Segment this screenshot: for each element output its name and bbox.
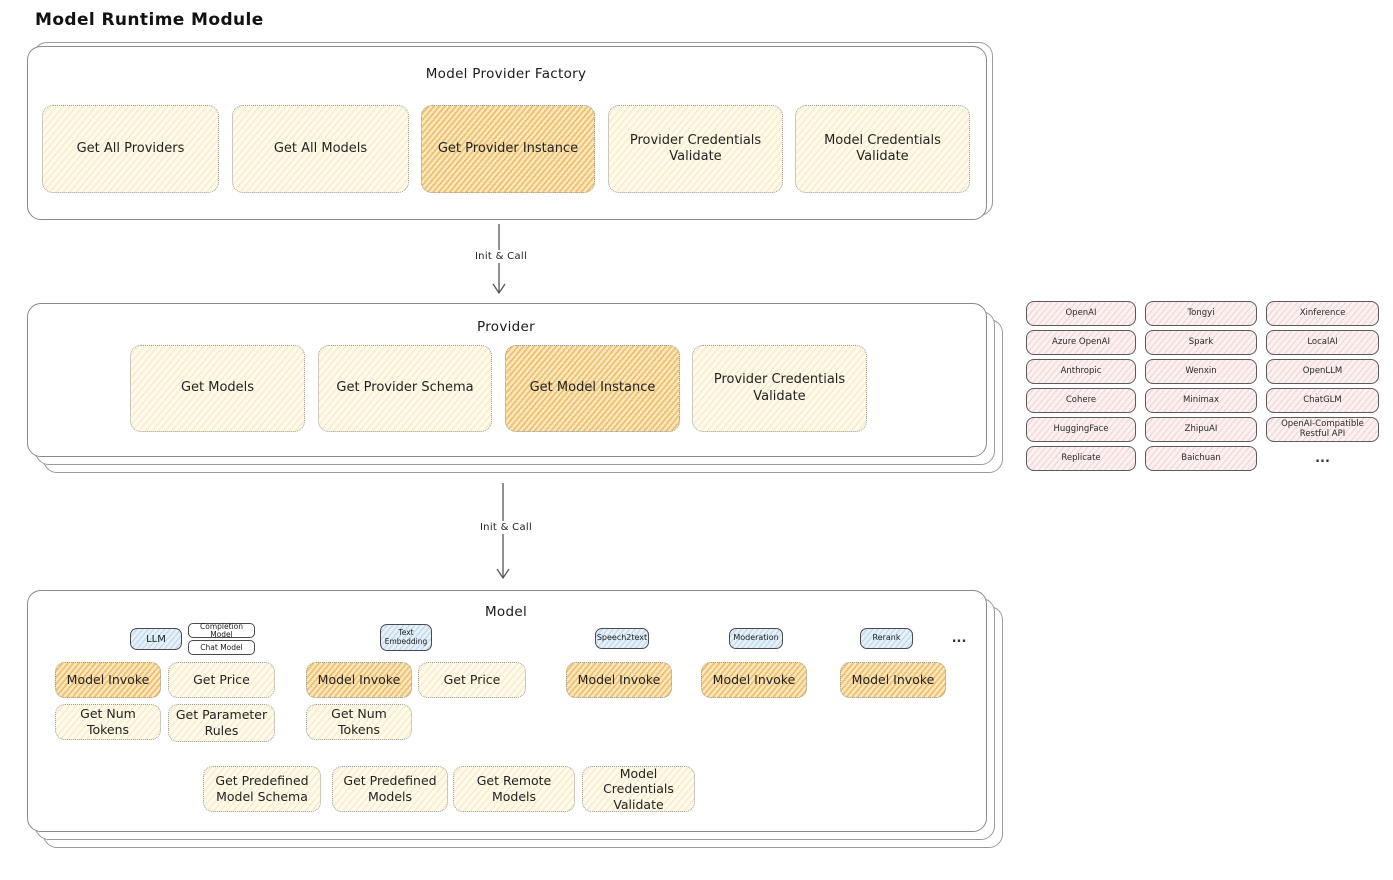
tab-speech2text: Speech2text <box>595 628 649 649</box>
embedding-btn-get-num-tokens-label: Get Num Tokens <box>331 706 387 737</box>
provider-item-minimax: Minimax <box>1145 388 1257 413</box>
llm-btn-get-num-tokens-label: Get Num Tokens <box>80 706 136 737</box>
model-btn-model-credentials-validate-label: Model Credentials Validate <box>603 765 674 812</box>
provider-item-replicate: Replicate <box>1026 446 1136 471</box>
model-title: Model <box>484 604 528 620</box>
model-btn-get-predefined-models: Get Predefined Models <box>332 766 448 812</box>
page-title: Model Runtime Module <box>35 10 264 30</box>
provider-item-huggingface: HuggingFace <box>1026 417 1136 442</box>
model-btn-get-predefined-model-schema-label: Get Predefined Model Schema <box>215 773 309 804</box>
provider-item-azure-openai: Azure OpenAI <box>1026 330 1136 355</box>
provider-item-openai-compatible: OpenAI-Compatible Restful API <box>1266 417 1379 442</box>
tab-chat-model: Chat Model <box>188 640 255 655</box>
provider-item-zhipuai: ZhipuAI <box>1145 417 1257 442</box>
embedding-btn-get-price-label: Get Price <box>443 672 501 688</box>
provider-item-spark: Spark <box>1145 330 1257 355</box>
tab-rerank: Rerank <box>860 628 913 649</box>
provider-btn-get-provider-schema-label: Get Provider Schema <box>336 380 474 396</box>
tab-completion-model: Completion Model <box>188 623 255 638</box>
llm-btn-get-price: Get Price <box>168 662 275 698</box>
llm-btn-get-num-tokens: Get Num Tokens <box>55 704 161 740</box>
speech2text-btn-model-invoke-label: Model Invoke <box>577 672 661 688</box>
model-btn-model-credentials-validate: Model Credentials Validate <box>582 766 695 812</box>
factory-btn-model-credentials-validate: Model Credentials Validate <box>795 105 970 193</box>
model-btn-get-remote-models-label: Get Remote Models <box>476 773 552 804</box>
speech2text-btn-model-invoke: Model Invoke <box>566 662 672 698</box>
embedding-btn-model-invoke-label: Model Invoke <box>317 672 401 688</box>
provider-item-openllm: OpenLLM <box>1266 359 1379 384</box>
embedding-btn-get-price: Get Price <box>418 662 526 698</box>
embedding-btn-model-invoke: Model Invoke <box>306 662 412 698</box>
provider-item-cohere: Cohere <box>1026 388 1136 413</box>
provider-btn-provider-credentials-validate: Provider Credentials Validate <box>692 345 867 432</box>
rerank-btn-model-invoke: Model Invoke <box>840 662 946 698</box>
provider-btn-get-model-instance-label: Get Model Instance <box>529 380 656 396</box>
moderation-btn-model-invoke-label: Model Invoke <box>712 672 796 688</box>
llm-btn-model-invoke-label: Model Invoke <box>66 672 150 688</box>
model-btn-get-predefined-model-schema: Get Predefined Model Schema <box>203 766 321 812</box>
provider-btn-get-provider-schema: Get Provider Schema <box>318 345 492 432</box>
factory-btn-get-provider-instance-label: Get Provider Instance <box>437 140 579 156</box>
provider-item-anthropic: Anthropic <box>1026 359 1136 384</box>
factory-btn-get-all-models: Get All Models <box>232 105 409 193</box>
factory-btn-get-all-providers: Get All Providers <box>42 105 219 193</box>
provider-btn-provider-credentials-validate-label: Provider Credentials Validate <box>713 372 846 404</box>
provider-btn-get-models-label: Get Models <box>180 380 255 396</box>
provider-item-chatglm: ChatGLM <box>1266 388 1379 413</box>
provider-btn-get-models: Get Models <box>130 345 305 432</box>
moderation-btn-model-invoke: Model Invoke <box>701 662 807 698</box>
factory-title: Model Provider Factory <box>425 66 587 82</box>
llm-btn-get-parameter-rules-label: Get Parameter Rules <box>175 707 268 738</box>
provider-title: Provider <box>477 319 535 335</box>
tab-text-embedding: Text Embedding <box>380 624 432 651</box>
model-btn-get-predefined-models-label: Get Predefined Models <box>343 773 437 804</box>
rerank-btn-model-invoke-label: Model Invoke <box>851 672 935 688</box>
tab-llm: LLM <box>130 628 182 650</box>
provider-item-localai: LocalAI <box>1266 330 1379 355</box>
arrow2-label: Init & Call <box>463 521 549 534</box>
factory-btn-get-all-providers-label: Get All Providers <box>76 140 185 156</box>
provider-list-ellipsis: ... <box>1315 451 1330 466</box>
llm-btn-get-parameter-rules: Get Parameter Rules <box>168 704 275 742</box>
model-btn-get-remote-models: Get Remote Models <box>453 766 575 812</box>
factory-btn-model-credentials-validate-label: Model Credentials Validate <box>824 132 941 164</box>
factory-btn-provider-credentials-validate: Provider Credentials Validate <box>608 105 783 193</box>
factory-btn-get-all-models-label: Get All Models <box>273 140 368 156</box>
provider-item-tongyi: Tongyi <box>1145 301 1257 326</box>
arrow1-label: Init & Call <box>458 250 544 263</box>
factory-btn-provider-credentials-validate-label: Provider Credentials Validate <box>629 132 762 164</box>
provider-item-xinference: Xinference <box>1266 301 1379 326</box>
tabs-ellipsis: ... <box>951 631 967 646</box>
provider-item-openai: OpenAI <box>1026 301 1136 326</box>
provider-btn-get-model-instance: Get Model Instance <box>505 345 680 432</box>
provider-list-grid: OpenAI Tongyi Xinference Azure OpenAI Sp… <box>1026 301 1379 471</box>
provider-item-wenxin: Wenxin <box>1145 359 1257 384</box>
llm-btn-model-invoke: Model Invoke <box>55 662 161 698</box>
embedding-btn-get-num-tokens: Get Num Tokens <box>306 704 412 740</box>
factory-btn-get-provider-instance: Get Provider Instance <box>421 105 595 193</box>
tab-moderation: Moderation <box>729 628 783 649</box>
provider-item-baichuan: Baichuan <box>1145 446 1257 471</box>
llm-btn-get-price-label: Get Price <box>193 672 250 688</box>
